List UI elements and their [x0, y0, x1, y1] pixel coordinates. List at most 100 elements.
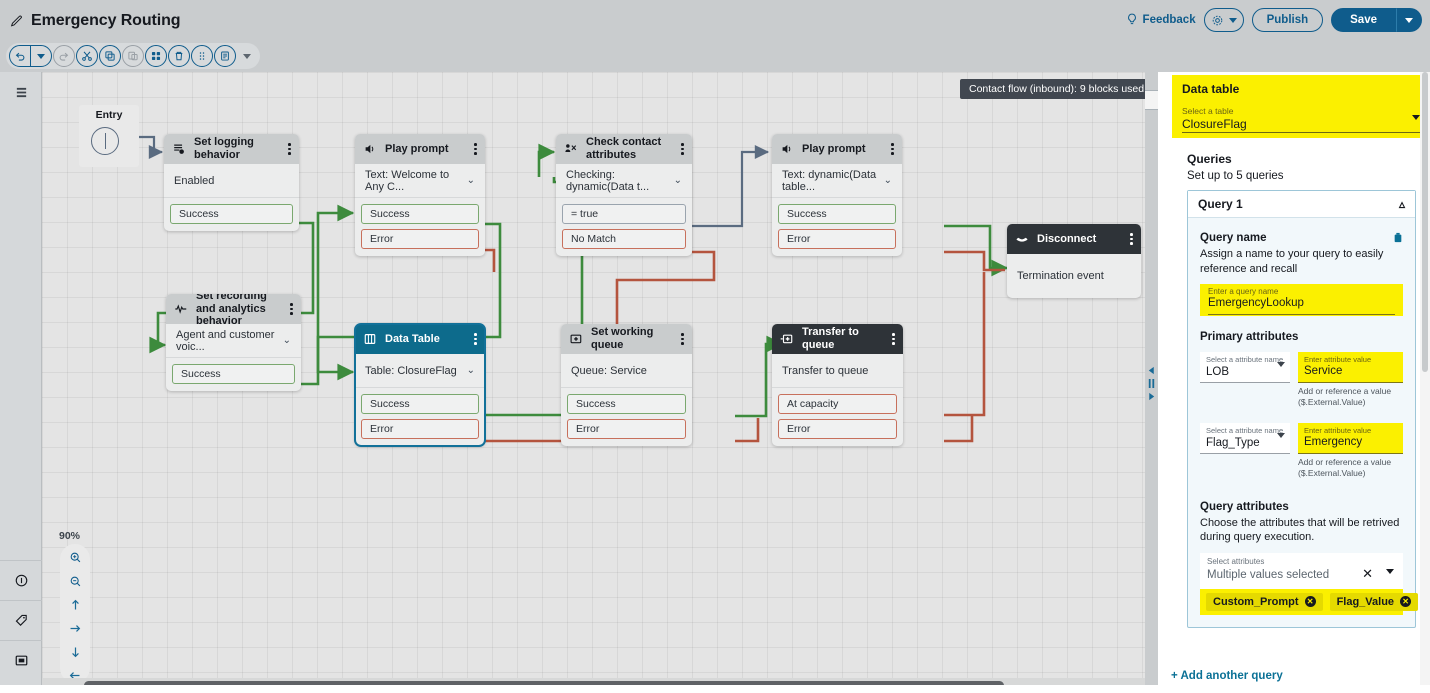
node-header[interactable]: Disconnect — [1007, 224, 1141, 254]
node-header[interactable]: Play prompt — [772, 134, 902, 164]
node-subtitle-text: Table: ClosureFlag — [365, 365, 457, 377]
node-menu-button[interactable] — [470, 333, 477, 345]
undo-button[interactable] — [10, 46, 30, 66]
redo-icon — [58, 50, 70, 62]
delete-button[interactable] — [168, 45, 190, 67]
flow-canvas[interactable]: Contact flow (inbound): 9 blocks used — [42, 72, 1145, 693]
node-header[interactable]: Set logging behavior — [164, 134, 299, 164]
node-data-table[interactable]: Data Table Table: ClosureFlag ⌄ Success … — [355, 324, 485, 446]
panel-icon[interactable] — [0, 640, 42, 680]
node-set-logging-behavior[interactable]: Set logging behavior Enabled Success — [164, 134, 299, 231]
chevron-down-icon[interactable] — [1386, 569, 1394, 574]
chevron-down-icon[interactable]: ⌄ — [674, 175, 682, 186]
publish-button[interactable]: Publish — [1252, 8, 1324, 32]
node-check-contact-attributes[interactable]: Check contact attributes Checking: dynam… — [556, 134, 692, 256]
node-header[interactable]: Transfer to queue — [772, 324, 903, 354]
info-icon[interactable] — [0, 560, 42, 600]
hamburger-menu-icon[interactable] — [0, 72, 42, 112]
attribute-value-input[interactable]: Enter attribute value Emergency — [1298, 423, 1403, 454]
pan-down-button[interactable] — [66, 644, 84, 660]
chevron-down-icon[interactable]: ⌄ — [283, 335, 291, 346]
pencil-icon[interactable] — [10, 15, 23, 28]
attribute-name-dropdown[interactable]: Select a attribute name Flag_Type — [1200, 423, 1290, 454]
node-menu-button[interactable] — [677, 143, 684, 155]
feedback-button[interactable]: Feedback — [1126, 13, 1196, 27]
save-button[interactable]: Save — [1331, 8, 1396, 32]
close-icon[interactable]: ✕ — [1362, 566, 1373, 582]
cut-button[interactable] — [76, 45, 98, 67]
query-card-header[interactable]: Query 1 ▵ — [1188, 191, 1415, 218]
copy-button[interactable] — [99, 45, 121, 67]
port-at-capacity[interactable]: At capacity — [778, 394, 897, 414]
tag-icon[interactable] — [0, 600, 42, 640]
chevron-up-icon[interactable]: ▵ — [1399, 197, 1405, 211]
redo-button[interactable] — [53, 45, 75, 67]
select-attributes-multiselect[interactable]: Select attributes Multiple values select… — [1200, 553, 1403, 589]
zoom-in-button[interactable] — [66, 550, 84, 566]
node-play-prompt-2[interactable]: Play prompt Text: dynamic(Data table... … — [772, 134, 902, 256]
port-success[interactable]: Success — [778, 204, 896, 224]
node-menu-button[interactable] — [888, 333, 895, 345]
node-menu-button[interactable] — [470, 143, 477, 155]
node-menu-button[interactable] — [284, 143, 291, 155]
port-error[interactable]: Error — [778, 229, 896, 249]
pan-up-button[interactable] — [66, 597, 84, 613]
node-header[interactable]: Set working queue — [561, 324, 692, 354]
node-set-working-queue[interactable]: Set working queue Queue: Service Success… — [561, 324, 692, 446]
port-error[interactable]: Error — [361, 229, 479, 249]
port-success[interactable]: Success — [567, 394, 686, 414]
attribute-name-dropdown[interactable]: Select a attribute name LOB — [1200, 352, 1290, 383]
pan-right-button[interactable] — [66, 621, 84, 637]
port-error[interactable]: Error — [361, 419, 479, 439]
node-ports: Success — [166, 358, 301, 391]
chip-custom-prompt[interactable]: Custom_Prompt ✕ — [1206, 593, 1323, 611]
node-header[interactable]: Set recording and analytics behavior — [166, 294, 301, 324]
scissors-icon — [81, 50, 93, 62]
node-menu-button[interactable] — [887, 143, 894, 155]
node-header[interactable]: Play prompt — [355, 134, 485, 164]
node-ports: Success Error — [355, 198, 485, 256]
node-menu-button[interactable] — [286, 303, 293, 315]
port-error[interactable]: Error — [778, 419, 897, 439]
notes-button[interactable] — [215, 46, 235, 66]
port-success[interactable]: Success — [172, 364, 295, 384]
node-transfer-to-queue[interactable]: Transfer to queue Transfer to queue At c… — [772, 324, 903, 446]
port-no-match[interactable]: No Match — [562, 229, 686, 249]
port-success[interactable]: Success — [361, 394, 479, 414]
node-play-prompt-1[interactable]: Play prompt Text: Welcome to Any C... ⌄ … — [355, 134, 485, 256]
zoom-out-button[interactable] — [66, 574, 84, 590]
node-header[interactable]: Check contact attributes — [556, 134, 692, 164]
chevron-down-icon[interactable]: ⌄ — [884, 175, 892, 186]
node-menu-button[interactable] — [677, 333, 684, 345]
attribute-value-input[interactable]: Enter attribute value Service — [1298, 352, 1403, 383]
chevron-down-icon[interactable]: ⌄ — [467, 175, 475, 186]
port-success[interactable]: Success — [361, 204, 479, 224]
entry-point[interactable]: Entry — [79, 105, 139, 167]
port-success[interactable]: Success — [170, 204, 293, 224]
panel-resize-handle[interactable] — [1145, 356, 1157, 410]
queue-icon — [569, 332, 583, 346]
delete-query-button[interactable] — [1393, 232, 1403, 246]
chip-remove-icon[interactable]: ✕ — [1400, 596, 1411, 607]
select-table-dropdown[interactable]: Select a table ClosureFlag — [1182, 103, 1420, 133]
chip-remove-icon[interactable]: ✕ — [1305, 596, 1316, 607]
panel-scrollbar[interactable] — [1420, 72, 1430, 693]
add-another-query-link[interactable]: + Add another query — [1171, 670, 1283, 682]
paste-button[interactable] — [122, 45, 144, 67]
settings-split-button[interactable] — [1204, 8, 1244, 32]
scrollbar-thumb[interactable] — [1422, 72, 1428, 372]
query-name-input[interactable]: Enter a query name EmergencyLookup — [1200, 284, 1403, 316]
save-dropdown-button[interactable] — [1396, 8, 1422, 32]
node-set-recording-analytics[interactable]: Set recording and analytics behavior Age… — [166, 294, 301, 391]
node-menu-button[interactable] — [1126, 233, 1133, 245]
node-disconnect[interactable]: Disconnect Termination event — [1007, 224, 1141, 298]
drag-handle-button[interactable] — [191, 45, 213, 67]
undo-dropdown-button[interactable] — [31, 46, 51, 66]
node-header[interactable]: Data Table — [355, 324, 485, 354]
select-all-button[interactable] — [145, 45, 167, 67]
chevron-down-icon[interactable]: ⌄ — [467, 365, 475, 376]
port-error[interactable]: Error — [567, 419, 686, 439]
notes-dropdown-button[interactable] — [237, 45, 257, 67]
port-true[interactable]: = true — [562, 204, 686, 224]
chip-flag-value[interactable]: Flag_Value ✕ — [1330, 593, 1418, 611]
